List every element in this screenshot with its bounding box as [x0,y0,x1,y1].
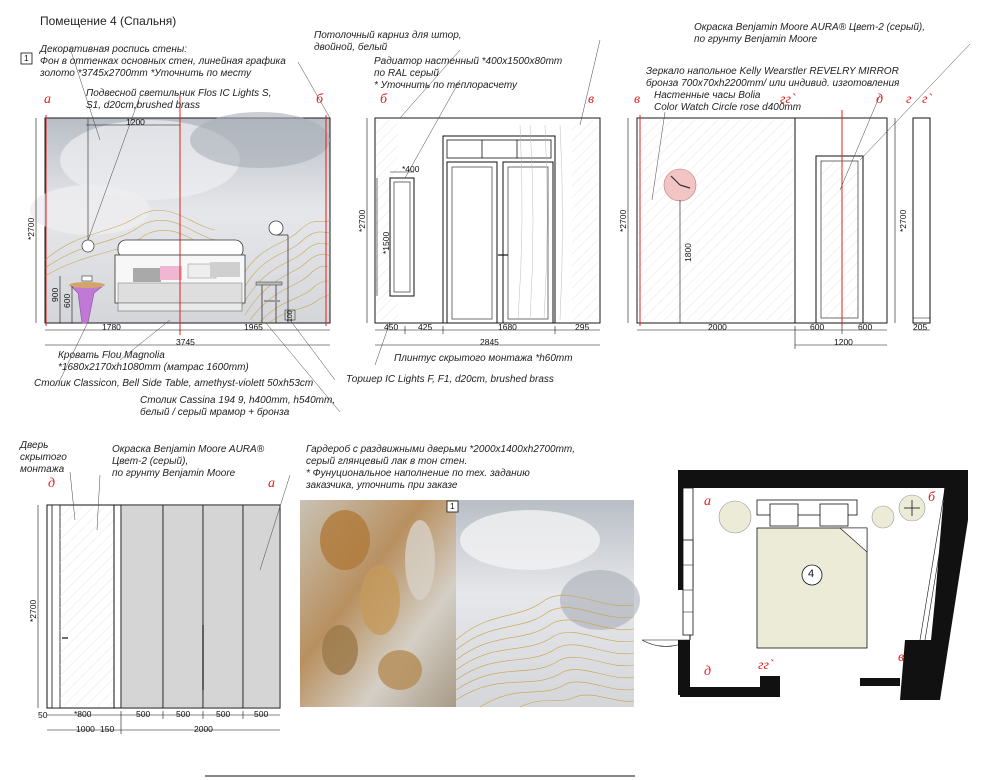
dim-2000-b: 2000 [194,724,213,734]
elevation-wall-ab [30,47,341,413]
dim-600-b: 600 [858,322,873,332]
axis-label-g: г [906,92,912,107]
floor-plan [641,470,968,700]
note-radiator: Радиатор настенный *400x1500x80mm по RAL… [374,56,563,91]
note-cassina-table: Столик Cassina 194 9, h400mm, h540mm, бе… [140,395,336,418]
axis-label-a-2: а [268,476,275,491]
note-plinth: Плинтус скрытого монтажа *h60mm [394,353,573,364]
dim-3745: 3745 [176,337,195,347]
axis-label-gg: гг` [780,92,796,107]
note-mirror: Зеркало напольное Kelly Wearstler REVELR… [646,66,900,89]
note-hidden-door: Дверь скрытого монтажа [20,440,67,475]
axis-label-d-2: д [48,476,56,491]
axis-label-d: д [876,92,884,107]
dim-1200: 1200 [126,117,145,127]
dim-500-d: 500 [254,709,269,719]
dim-600-a: 600 [810,322,825,332]
dim-600: 600 [62,293,72,308]
dim-1500: *1500 [381,231,391,254]
dim-205: 205 [913,322,928,332]
dim-1780: 1780 [102,322,121,332]
dim-height-2700-d: *2700 [898,209,908,232]
dim-900: 900 [50,287,60,302]
note-clock: Настенные часы Bolia Color Watch Circle … [654,90,802,113]
dim-height-2700-b: *2700 [357,209,367,232]
plan-label-gg: гг` [758,658,774,673]
note-paint-top: Окраска Benjamin Moore AURA® Цвет-2 (сер… [694,22,926,45]
texture-reference-photo [300,500,640,708]
axis-label-v-2: в [634,92,641,107]
dim-height-2700-e: *2700 [28,599,38,622]
note-curtain-cornice: Потолочный карниз для штор, двойной, бел… [314,30,462,53]
note-pendant-light: Подвесной светильник Flos IC Lights S, S… [86,88,272,111]
elevation-wall-vd [627,43,971,349]
dim-2845: 2845 [480,337,499,347]
axis-label-b: б [316,92,324,107]
elevation-wall-gg [912,117,931,331]
axis-label-v: в [588,92,595,107]
dim-1200-b: 1200 [834,337,853,347]
note-decor-painting: Декоративная роспись стены: Фон в оттенк… [40,44,286,79]
plan-label-v: в [898,650,905,665]
plan-label-d: д [704,664,712,679]
dim-1800: 1800 [683,243,693,262]
index-box-1 [20,52,33,65]
note-paint-bottom: Окраска Benjamin Moore AURA® Цвет-2 (сер… [112,444,265,479]
dim-500-b: 500 [176,709,191,719]
dim-50: 50 [38,710,48,720]
dim-100: 100 [287,310,294,322]
dim-2000: 2000 [708,322,727,332]
axis-label-b-2: б [380,92,388,107]
dim-1965: 1965 [244,322,263,332]
page-title: Помещение 4 (Спальня) [40,14,177,28]
dim-800: *800 [74,709,92,719]
dim-425: 425 [418,322,433,332]
dim-1000: 1000 [76,724,95,734]
axis-label-a: а [44,92,51,107]
elevation-wardrobe-wall [37,471,291,734]
note-floor-lamp: Торшер IC Lights F, F1, d20cm, brushed b… [346,374,554,385]
plan-label-b: б [928,490,936,505]
note-wardrobe: Гардероб с раздвижными дверьми *2000x140… [306,444,576,491]
dim-400: *400 [402,164,420,174]
dim-height-2700: *2700 [26,217,36,240]
photo-index-number: 1 [450,501,455,511]
dim-height-2700-c: *2700 [618,209,628,232]
dim-150: 150 [100,724,115,734]
dim-450: 450 [384,322,399,332]
decor-index-number: 1 [24,53,29,63]
plan-label-a: а [704,494,711,509]
note-bed: Кровать Flou Magnolia *1680x2170xh1080mm… [58,350,249,373]
note-side-table: Столик Classicon, Bell Side Table, ameth… [34,378,314,389]
dim-500-c: 500 [216,709,231,719]
axis-label-g-prime: г` [922,92,933,107]
dim-500-a: 500 [136,709,151,719]
dim-295: 295 [575,322,590,332]
index-box-2 [446,500,459,513]
dim-1680: 1680 [498,322,517,332]
elevation-wall-bv [366,39,601,366]
plan-room-number: 4 [808,568,815,580]
